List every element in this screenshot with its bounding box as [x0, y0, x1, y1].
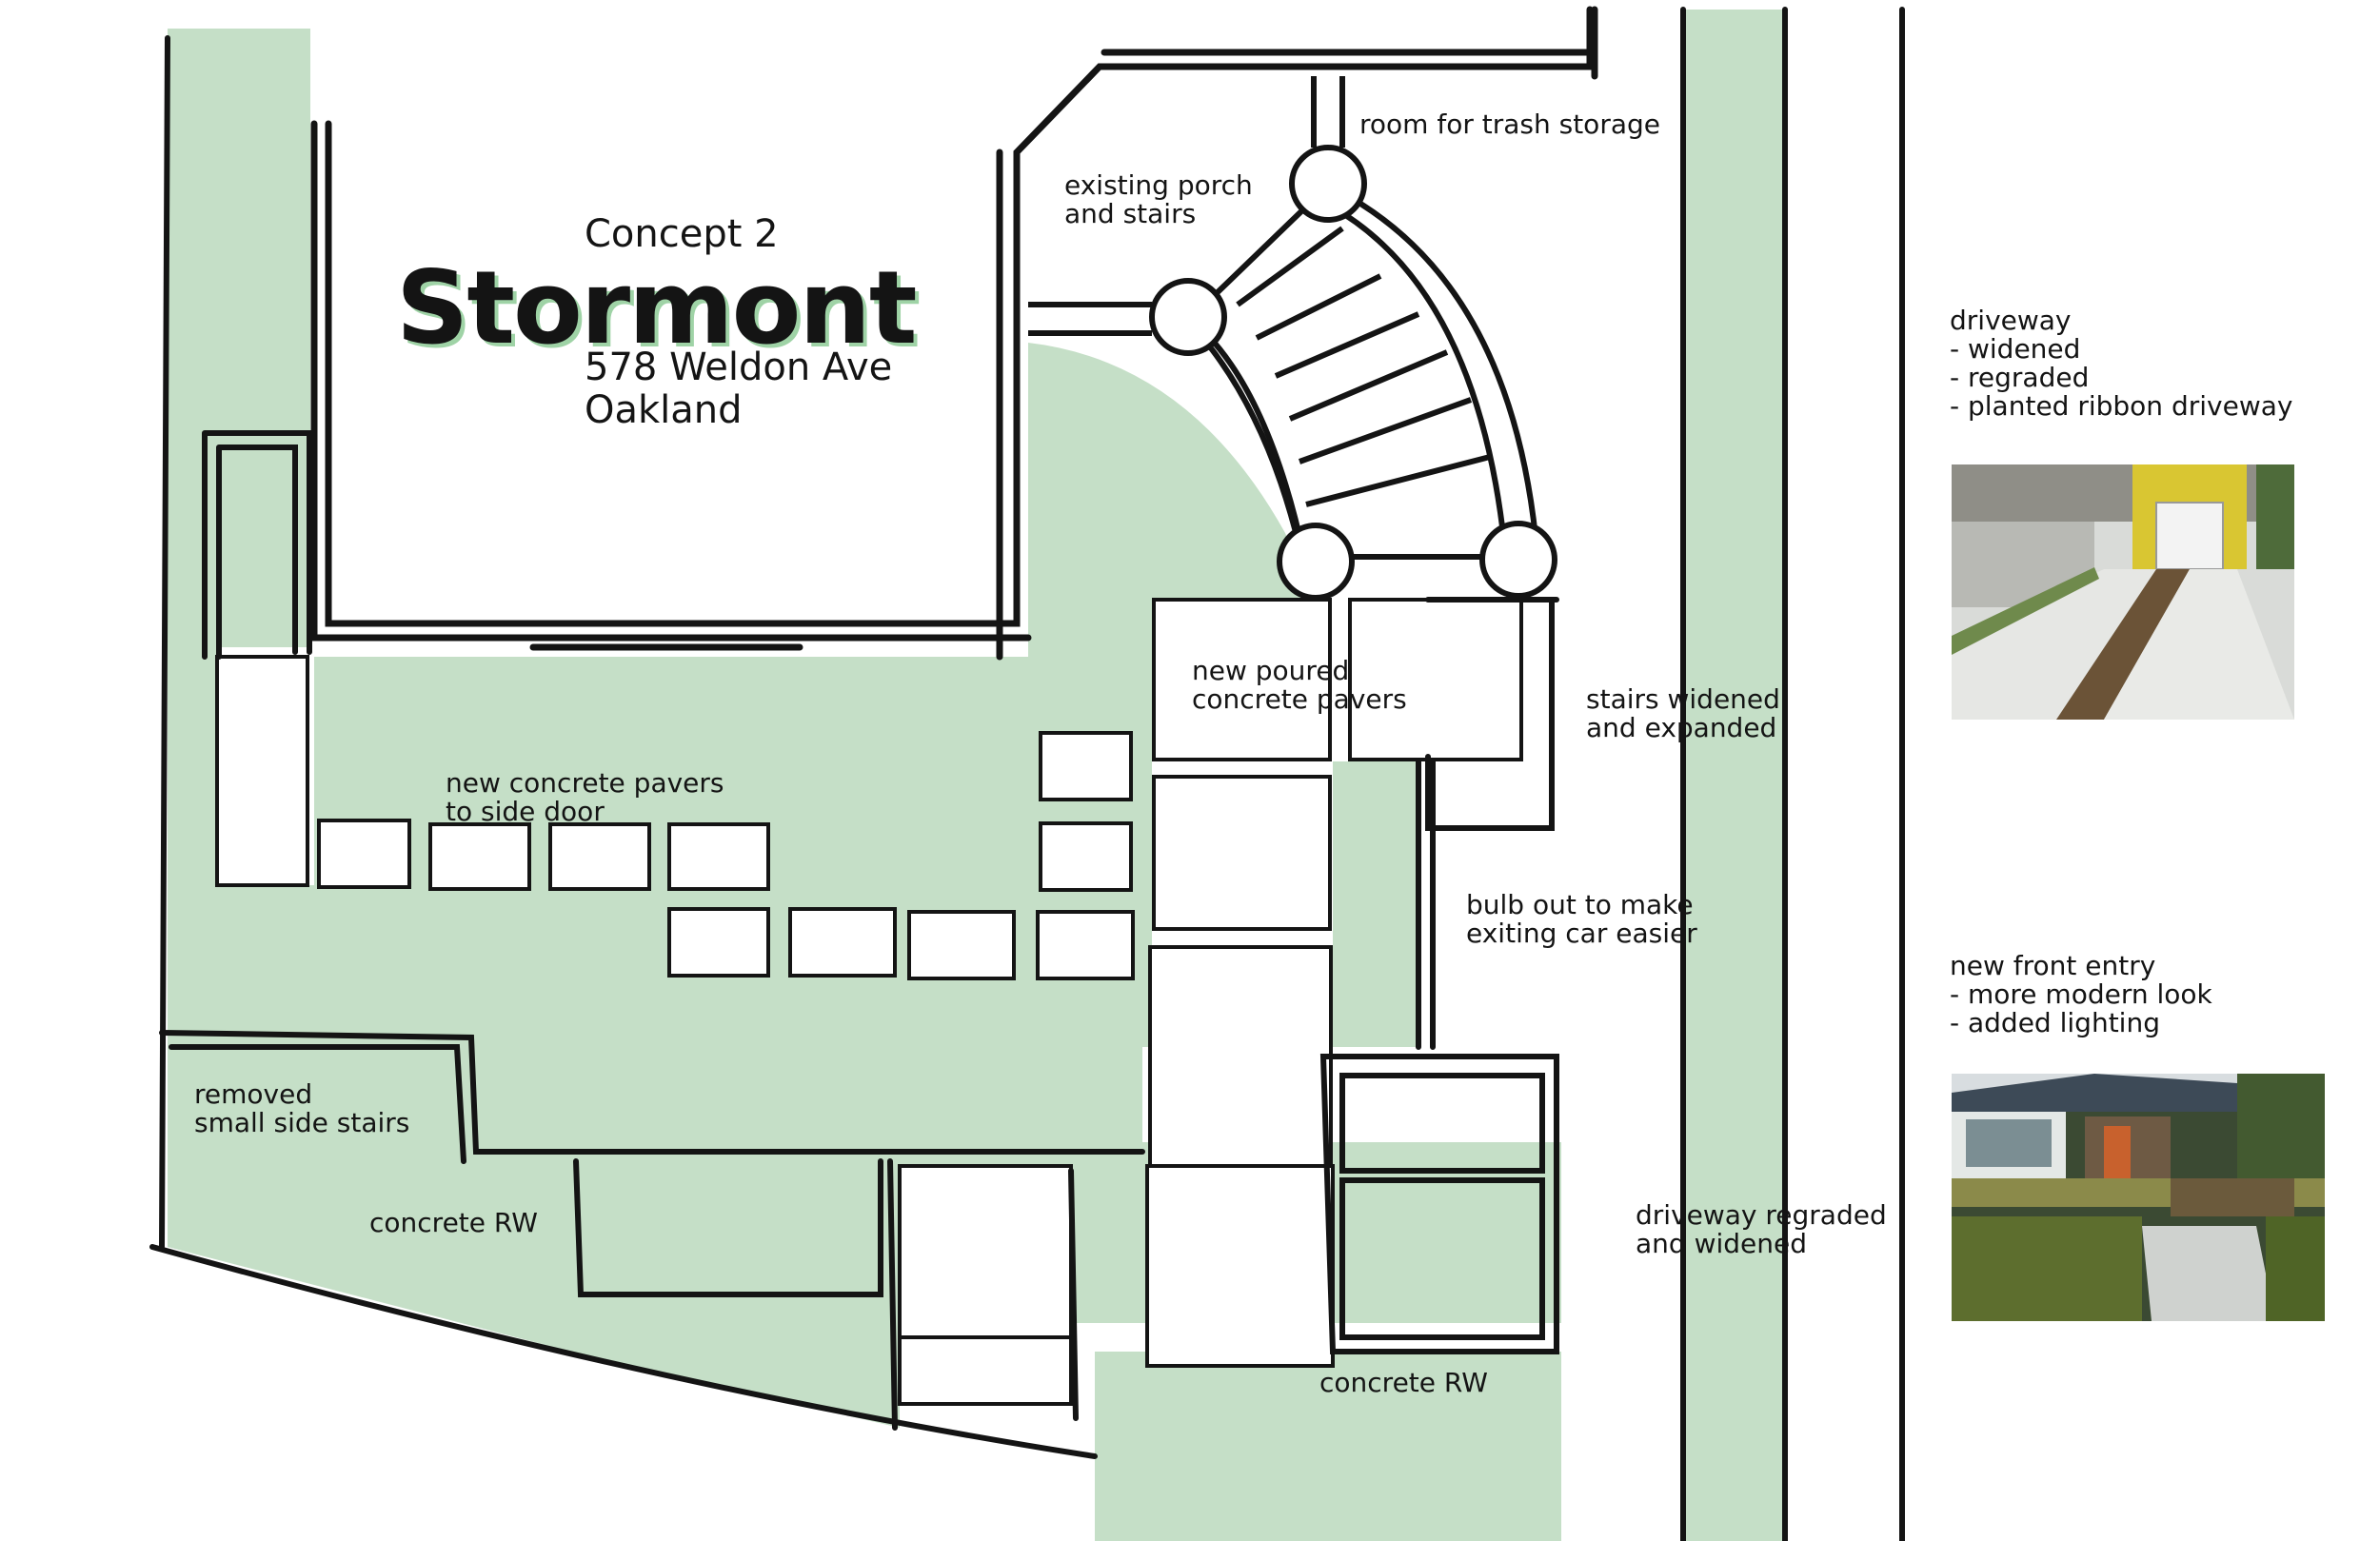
- driveway-reference-photo: [1952, 464, 2294, 720]
- note-new-poured-pavers: new poured concrete pavers: [1192, 655, 1407, 715]
- wall-planter-right-inner: [1339, 1073, 1545, 1340]
- note-concrete-rw-left: concrete RW: [369, 1207, 538, 1238]
- stairs-side-wall: [1425, 597, 1559, 831]
- house-outline: [310, 6, 1598, 661]
- paver-10: [1039, 821, 1133, 892]
- wall-planter-1: [573, 1158, 883, 1297]
- stair-lower: [898, 1335, 1073, 1406]
- front-entry-reference-photo: [1952, 1074, 2325, 1321]
- property-line-bottom: [149, 1244, 1098, 1459]
- bulb-out-wall: [1416, 759, 1436, 1050]
- retaining-wall-left: [159, 1030, 1145, 1155]
- retaining-wall-inner: [169, 1044, 466, 1164]
- note-existing-porch: existing porch and stairs: [1064, 169, 1253, 229]
- note-concrete-rw-bottom: concrete RW: [1319, 1367, 1488, 1398]
- concept-label: Concept 2: [585, 212, 779, 256]
- side-note-front-entry: new front entry - more modern look - add…: [1950, 950, 2212, 1038]
- side-wall: [202, 430, 312, 660]
- front-walk-1: [1152, 775, 1332, 931]
- front-entry-photo-illustration: [1952, 1074, 2325, 1321]
- note-removed-stairs: removed small side stairs: [194, 1078, 410, 1138]
- note-stairs-widened: stairs widened and expanded: [1586, 683, 1780, 743]
- planting-bottom-right: [1095, 1352, 1561, 1541]
- paver-5: [667, 907, 770, 978]
- note-driveway-regraded: driveway regraded and widened: [1636, 1199, 1887, 1259]
- front-walk-3: [1145, 1164, 1335, 1368]
- driveway-photo-illustration: [1952, 464, 2294, 720]
- planting-strip-driveway: [1683, 10, 1783, 1541]
- front-paver-2: [1348, 598, 1523, 761]
- porch-column: [1289, 145, 1367, 223]
- paver-4: [667, 822, 770, 891]
- side-note-driveway: driveway - widened - regraded - planted …: [1950, 305, 2293, 422]
- side-path: [215, 655, 309, 887]
- paver-2: [428, 822, 531, 891]
- paver-1: [317, 819, 411, 889]
- planting-strip-left: [168, 29, 310, 647]
- paver-3: [548, 822, 651, 891]
- paver-7: [907, 910, 1016, 980]
- walls: [149, 7, 1905, 1541]
- front-paver-1: [1152, 598, 1332, 761]
- paving-areas: [215, 598, 1523, 1406]
- paver-8: [1036, 910, 1135, 980]
- note-trash-storage: room for trash storage: [1359, 109, 1660, 140]
- wall-planter-right: [1319, 1054, 1559, 1354]
- paver-9: [1039, 731, 1133, 801]
- wall-planter-2: [887, 1158, 1079, 1431]
- note-pavers-side-door: new concrete pavers to side door: [446, 767, 724, 827]
- address-line-2: Oakland: [585, 388, 743, 432]
- address-line-1: 578 Weldon Ave: [585, 346, 893, 389]
- porch-column: [1149, 278, 1227, 356]
- porch-stairs: [1028, 76, 1557, 601]
- front-walk-2: [1148, 945, 1333, 1177]
- project-title: Stormont: [396, 249, 918, 366]
- property-line-left: [159, 35, 170, 1250]
- note-bulb-out: bulb out to make exiting car easier: [1466, 889, 1697, 949]
- porch-column: [1277, 523, 1355, 601]
- fence-right: [1680, 7, 1905, 1541]
- porch-column: [1479, 521, 1557, 599]
- paver-6: [788, 907, 897, 978]
